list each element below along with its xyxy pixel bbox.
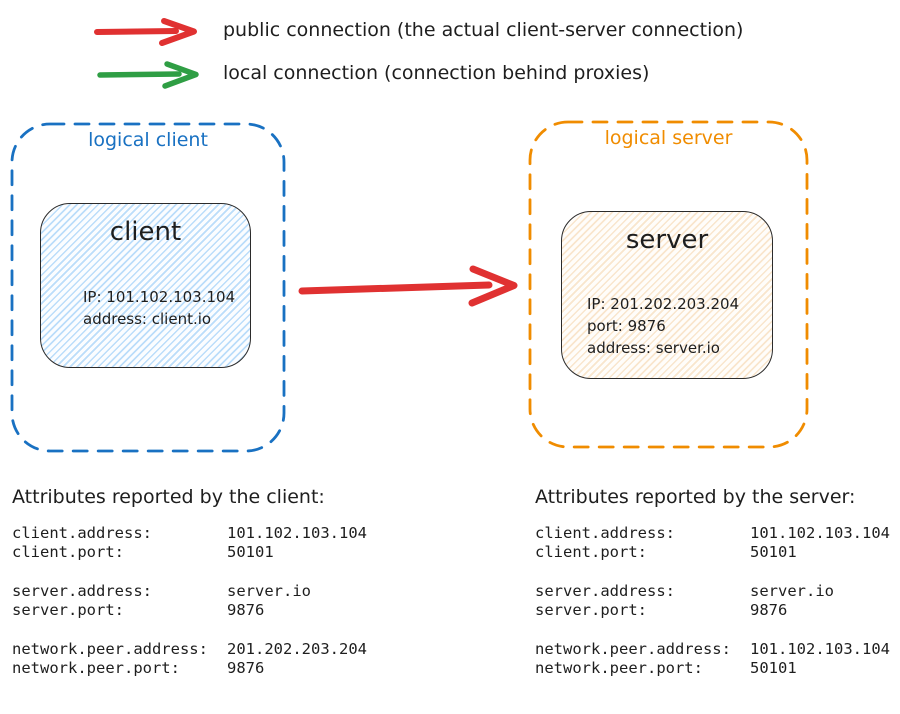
- attr-group: client.address: 101.102.103.104 client.p…: [12, 524, 367, 562]
- client-to-server-arrow-icon: [293, 260, 525, 314]
- client-attributes-heading: Attributes reported by the client:: [12, 486, 325, 508]
- attr-value: 101.102.103.104: [750, 640, 890, 658]
- logical-server-dashed-border: [528, 120, 809, 449]
- attr-value: 9876: [750, 601, 788, 619]
- attr-value: 101.102.103.104: [750, 524, 890, 542]
- table-row: server.port: 9876: [12, 601, 367, 620]
- server-node-ip: IP: 201.202.203.204: [587, 295, 740, 313]
- table-row: client.address: 101.102.103.104: [12, 524, 367, 543]
- attr-value: 50101: [750, 659, 797, 677]
- attr-key: client.port:: [535, 543, 647, 561]
- server-node: server IP: 201.202.203.204 port: 9876 ad…: [561, 211, 773, 379]
- client-node: client IP: 101.102.103.104 address: clie…: [40, 203, 251, 368]
- attr-key: server.address:: [12, 582, 152, 600]
- table-row: network.peer.port: 50101: [535, 659, 890, 678]
- client-node-ip: IP: 101.102.103.104: [83, 288, 236, 306]
- table-row: network.peer.port: 9876: [12, 659, 367, 678]
- server-attributes-heading: Attributes reported by the server:: [535, 486, 856, 508]
- attr-value: server.io: [750, 582, 834, 600]
- attr-key: server.port:: [535, 601, 647, 619]
- server-node-title: server: [625, 225, 709, 255]
- attr-value: 9876: [227, 659, 265, 677]
- attr-group: server.address: server.io server.port: 9…: [12, 582, 367, 620]
- server-node-port: port: 9876: [587, 317, 666, 335]
- local-connection-label: local connection (connection behind prox…: [223, 62, 650, 84]
- attr-key: client.port:: [12, 543, 124, 561]
- table-row: network.peer.address: 101.102.103.104: [535, 640, 890, 659]
- attr-key: server.address:: [535, 582, 675, 600]
- attr-key: client.address:: [535, 524, 675, 542]
- attr-key: network.peer.port:: [12, 659, 180, 677]
- client-node-address: address: client.io: [83, 310, 212, 328]
- logical-client-group: logical client: [10, 122, 286, 453]
- attr-value: 101.102.103.104: [227, 524, 367, 542]
- attr-value: 50101: [227, 543, 274, 561]
- table-row: network.peer.address: 201.202.203.204: [12, 640, 367, 659]
- table-row: client.port: 50101: [535, 543, 890, 562]
- table-row: server.address: server.io: [535, 582, 890, 601]
- attr-key: network.peer.address:: [12, 640, 208, 658]
- table-row: client.address: 101.102.103.104: [535, 524, 890, 543]
- attr-key: network.peer.port:: [535, 659, 703, 677]
- attr-group: network.peer.address: 201.202.203.204 ne…: [12, 640, 367, 678]
- attr-group: server.address: server.io server.port: 9…: [535, 582, 890, 620]
- logical-client-label: logical client: [88, 129, 208, 151]
- attr-value: 201.202.203.204: [227, 640, 367, 658]
- attr-key: client.address:: [12, 524, 152, 542]
- attr-key: network.peer.address:: [535, 640, 731, 658]
- attr-group: client.address: 101.102.103.104 client.p…: [535, 524, 890, 562]
- logical-server-group: logical server: [528, 120, 809, 449]
- server-node-address: address: server.io: [587, 339, 720, 357]
- attr-value: 50101: [750, 543, 797, 561]
- public-connection-arrow-icon: [92, 16, 207, 50]
- table-row: client.port: 50101: [12, 543, 367, 562]
- attr-group: network.peer.address: 101.102.103.104 ne…: [535, 640, 890, 678]
- public-connection-label: public connection (the actual client-ser…: [223, 19, 744, 41]
- attr-key: server.port:: [12, 601, 124, 619]
- table-row: server.address: server.io: [12, 582, 367, 601]
- attr-value: 9876: [227, 601, 265, 619]
- client-attributes-table: client.address: 101.102.103.104 client.p…: [12, 524, 367, 698]
- server-attributes-table: client.address: 101.102.103.104 client.p…: [535, 524, 890, 698]
- table-row: server.port: 9876: [535, 601, 890, 620]
- logical-server-label: logical server: [604, 127, 733, 149]
- logical-client-dashed-border: [10, 122, 286, 453]
- local-connection-arrow-icon: [95, 59, 207, 93]
- attr-value: server.io: [227, 582, 311, 600]
- client-node-title: client: [109, 217, 182, 247]
